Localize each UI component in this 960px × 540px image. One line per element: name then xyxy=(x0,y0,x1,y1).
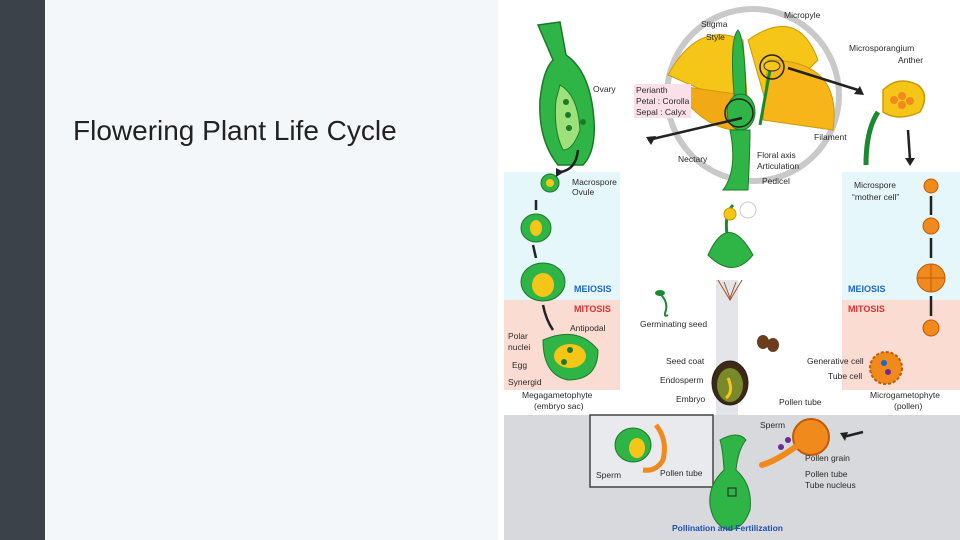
label-nuclei: nuclei xyxy=(508,342,530,352)
plant-flower xyxy=(724,208,736,220)
microspore-3 xyxy=(923,320,939,336)
microgametophyte xyxy=(870,352,902,384)
label-ovule: Ovule xyxy=(572,187,594,197)
label-tube-cell: Tube cell xyxy=(828,371,862,381)
label-microspore: Microspore xyxy=(854,180,896,190)
label-embryo-sac: (embryo sac) xyxy=(534,401,584,411)
label-mother-cell: “mother cell” xyxy=(852,192,899,202)
label-endosperm: Endosperm xyxy=(660,375,703,385)
label-megagametophyte: Megagametophyte xyxy=(522,390,593,400)
label-macrospore: Macrospore xyxy=(572,177,617,187)
label-petal: Petal : Corolla xyxy=(636,96,690,106)
label-sperm-box: Sperm xyxy=(596,470,621,480)
label-antipodal: Antipodal xyxy=(570,323,606,333)
label-embryo: Embryo xyxy=(676,394,706,404)
slide-sidebar xyxy=(0,0,45,540)
label-stigma: Stigma xyxy=(701,19,728,29)
microspore-1 xyxy=(924,179,938,193)
label-pedicel: Pedicel xyxy=(762,176,790,186)
label-footer: Pollination and Fertilization xyxy=(672,523,783,533)
life-cycle-diagram: Stigma Style Micropyle Microsporangium A… xyxy=(498,0,960,540)
slide-title: Flowering Plant Life Cycle xyxy=(73,114,403,148)
label-perianth: Perianth xyxy=(636,85,668,95)
label-microsporangium: Microsporangium xyxy=(849,43,914,53)
label-meiosis-left: MEIOSIS xyxy=(574,284,612,294)
label-microgametophyte: Microgametophyte xyxy=(870,390,940,400)
label-floral-axis: Floral axis xyxy=(757,150,796,160)
label-egg: Egg xyxy=(512,360,527,370)
label-tube-nucleus: Tube nucleus xyxy=(805,480,856,490)
label-pollen-grain: Pollen grain xyxy=(805,453,850,463)
microspore-2 xyxy=(923,218,939,234)
label-generative-cell: Generative cell xyxy=(807,356,864,366)
label-pollen-tube-right: Pollen tube xyxy=(805,469,848,479)
label-meiosis-right: MEIOSIS xyxy=(848,284,886,294)
label-pollen-tube-box: Pollen tube xyxy=(660,468,703,478)
label-germinating-seed: Germinating seed xyxy=(640,319,707,329)
label-nectary: Nectary xyxy=(678,154,708,164)
label-sperm-mid: Sperm xyxy=(760,420,785,430)
label-articulation: Articulation xyxy=(757,161,799,171)
stamen-anther xyxy=(764,61,780,71)
label-filament: Filament xyxy=(814,132,847,142)
seed-2 xyxy=(767,338,779,352)
label-polar: Polar xyxy=(508,331,528,341)
label-style: Style xyxy=(706,32,725,42)
label-mitosis-right: MITOSIS xyxy=(848,304,885,314)
pollen-grain xyxy=(793,419,829,455)
label-synergid: Synergid xyxy=(508,377,542,387)
label-mitosis-left: MITOSIS xyxy=(574,304,611,314)
label-anther: Anther xyxy=(898,55,923,65)
label-pollen-tube-mid: Pollen tube xyxy=(779,397,822,407)
label-sepal: Sepal : Calyx xyxy=(636,107,687,117)
seed-1 xyxy=(757,335,769,349)
label-pollen: (pollen) xyxy=(894,401,923,411)
plant-flower-bud xyxy=(740,202,756,218)
label-seed-coat: Seed coat xyxy=(666,356,705,366)
label-micropyle: Micropyle xyxy=(784,10,821,20)
label-ovary: Ovary xyxy=(593,84,616,94)
